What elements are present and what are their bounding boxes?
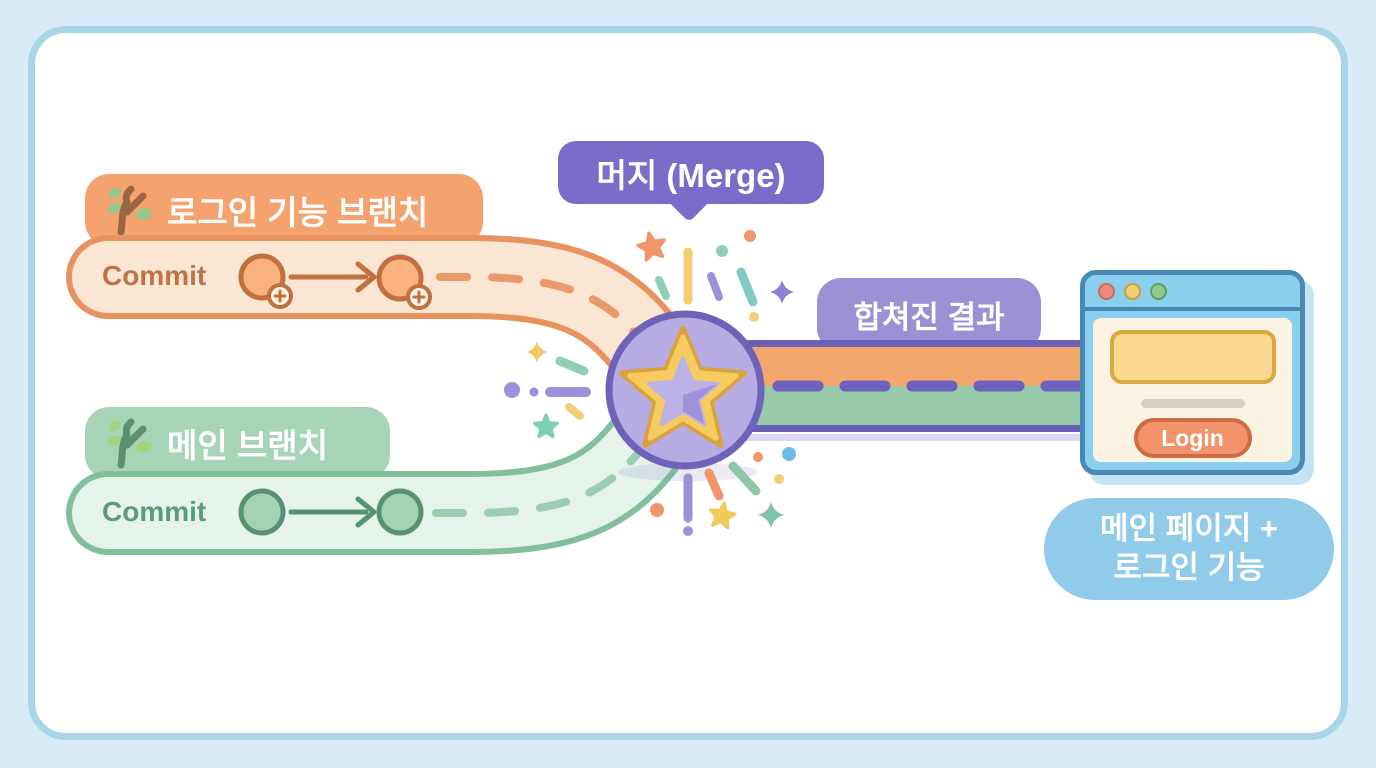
browser-content: Login xyxy=(1093,318,1292,462)
merge-bubble: 머지 (Merge) xyxy=(558,141,824,223)
merged-result-label: 합쳐진 결과 xyxy=(817,278,1041,352)
feature-branch-label: 로그인 기능 브랜치 xyxy=(85,174,483,246)
content-placeholder-box xyxy=(1109,330,1276,384)
plus-badge-icon xyxy=(267,283,293,309)
feature-branch-label-text: 로그인 기능 브랜치 xyxy=(167,194,429,231)
result-badge: 메인 페이지 + 로그인 기능 xyxy=(1044,498,1334,600)
window-close-icon xyxy=(1098,282,1115,300)
window-maximize-icon xyxy=(1150,282,1167,300)
main-branch-label-text: 메인 브랜치 xyxy=(167,427,328,464)
feature-commit-label: Commit xyxy=(102,260,207,291)
window-minimize-icon xyxy=(1124,282,1141,300)
merge-star-node xyxy=(605,310,765,481)
result-badge-line2: 로그인 기능 xyxy=(1113,550,1265,585)
confetti-sparkles xyxy=(504,228,796,536)
branch-icon xyxy=(107,185,152,236)
browser-window: Login xyxy=(1080,270,1305,475)
main-commit-label: Commit xyxy=(102,496,207,527)
star-icon xyxy=(619,326,747,448)
commit-node-icon xyxy=(376,488,424,536)
content-placeholder-line xyxy=(1140,399,1245,408)
main-branch-label: 메인 브랜치 xyxy=(85,407,390,479)
arrow-icon xyxy=(355,261,377,293)
merge-bubble-text: 머지 (Merge) xyxy=(596,156,786,194)
merged-result-label-text: 합쳐진 결과 xyxy=(853,300,1005,335)
feature-commit-nodes xyxy=(238,253,432,310)
browser-titlebar xyxy=(1085,275,1300,311)
login-button: Login xyxy=(1133,418,1252,458)
main-commit-nodes xyxy=(238,488,424,536)
plus-badge-icon xyxy=(406,284,432,310)
commit-node-icon xyxy=(238,488,286,536)
result-badge-line1: 메인 페이지 + xyxy=(1100,511,1278,547)
branch-icon xyxy=(107,418,152,469)
arrow-icon xyxy=(355,496,377,528)
